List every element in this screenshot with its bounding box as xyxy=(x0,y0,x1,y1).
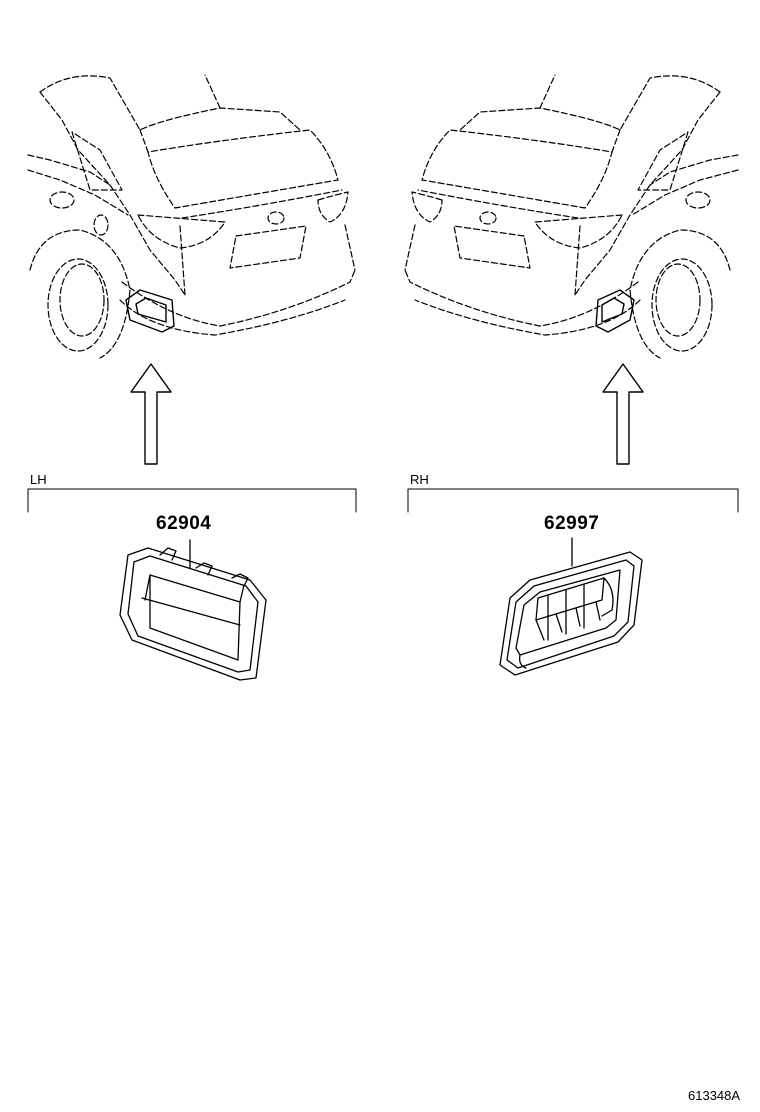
side-label-rh: RH xyxy=(410,472,429,487)
part-62904-illustration xyxy=(119,539,267,681)
bracket-left xyxy=(27,488,357,513)
bracket-right xyxy=(407,488,739,513)
part-number-rh[interactable]: 62997 xyxy=(544,513,600,534)
diagram-code: 613348A xyxy=(688,1088,741,1103)
arrow-up-right xyxy=(602,363,644,465)
vehicle-left-illustration xyxy=(27,74,356,359)
vehicle-right-reflector-location xyxy=(595,289,635,333)
side-label-lh: LH xyxy=(30,472,47,487)
part-number-lh[interactable]: 62904 xyxy=(156,513,212,534)
part-62997-illustration xyxy=(499,537,643,676)
vehicle-left-reflector-location xyxy=(125,289,175,333)
arrow-up-left xyxy=(130,363,172,465)
vehicle-right-illustration xyxy=(404,74,739,359)
